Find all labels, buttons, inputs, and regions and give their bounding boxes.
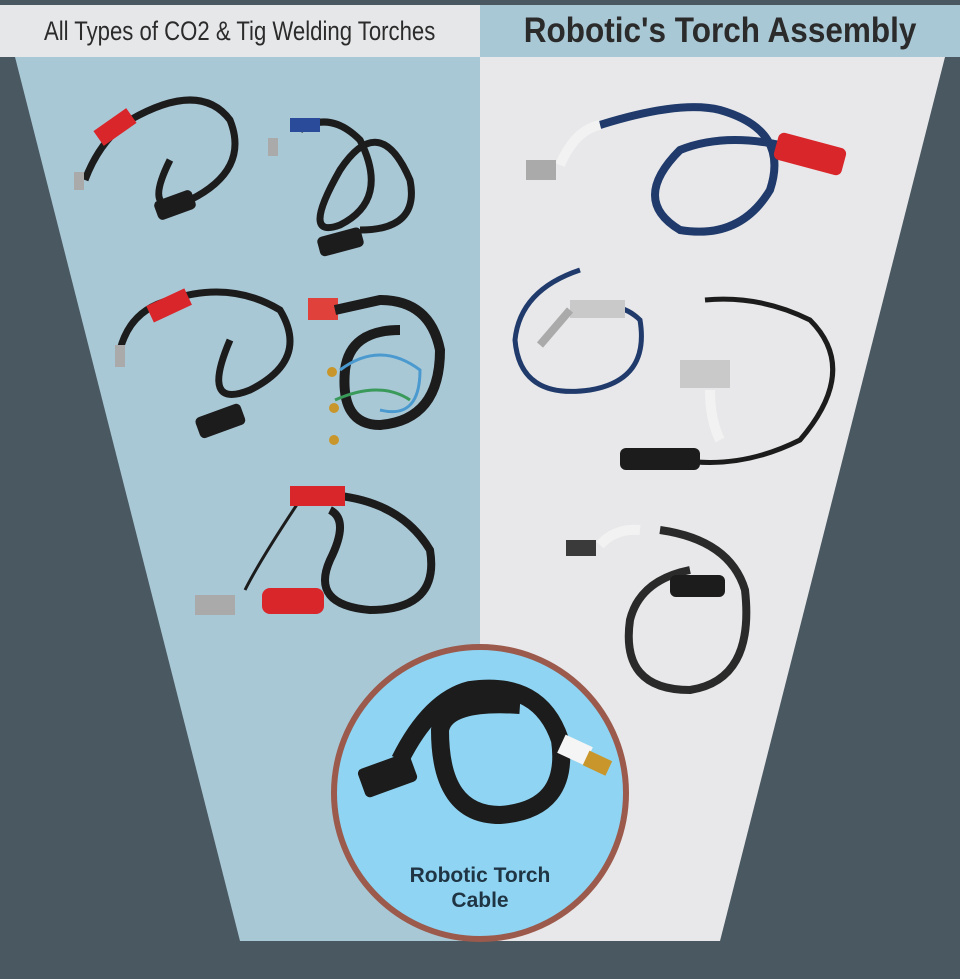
robotic-torch-4	[566, 524, 751, 695]
robotic-torch-1	[526, 103, 847, 236]
feature-label-line2: Cable	[451, 889, 509, 912]
mig-torch-2	[268, 118, 415, 257]
feature-label-line1: Robotic Torch	[409, 864, 551, 887]
mig-torch-1	[74, 96, 239, 220]
robotic-torch-cable-image	[357, 679, 613, 825]
header-right-title: Robotic's Torch Assembly	[480, 5, 960, 57]
tig-torch	[308, 294, 446, 445]
robotic-torch-3	[620, 296, 836, 470]
feature-label: Robotic Torch Cable	[380, 863, 580, 913]
header-right-text: Robotic's Torch Assembly	[523, 11, 917, 50]
header-left-title: All Types of CO2 & Tig Welding Torches	[0, 5, 480, 57]
mig-torch-4	[195, 486, 436, 615]
header-left-text: All Types of CO2 & Tig Welding Torches	[44, 15, 436, 46]
mig-torch-3	[115, 288, 294, 439]
robotic-torch-2	[512, 267, 644, 394]
